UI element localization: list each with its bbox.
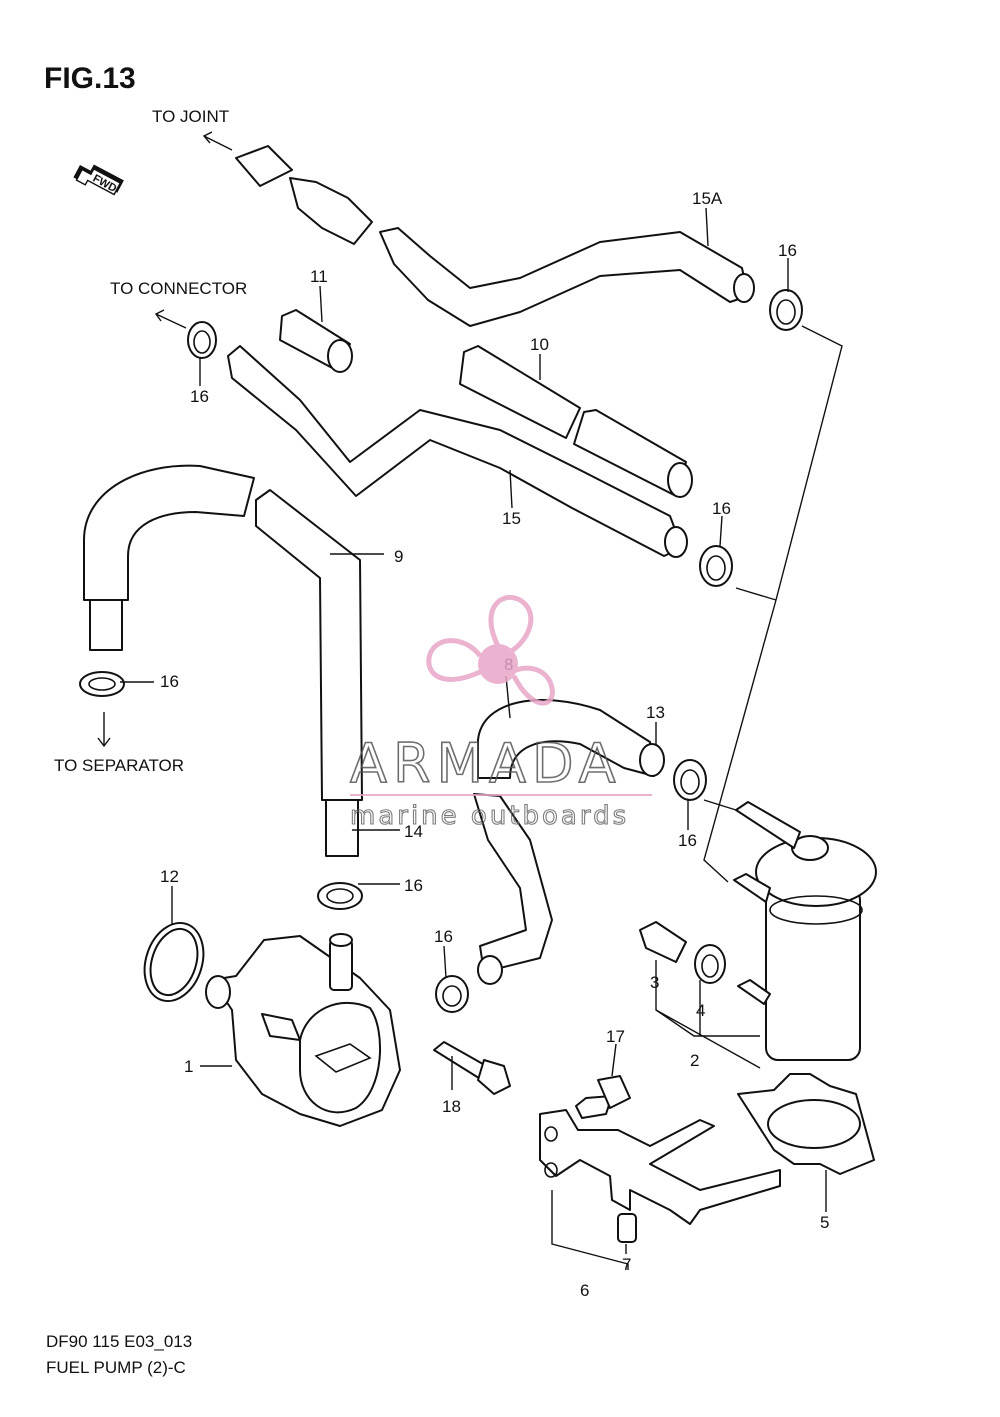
to-joint-arrow-icon xyxy=(202,131,233,151)
clamp-16-middle xyxy=(673,759,707,801)
clamp-16-right xyxy=(699,545,733,587)
callout-16-right: 16 xyxy=(712,499,731,518)
callout-16-middle: 16 xyxy=(678,831,697,850)
to-connector-arrow-icon xyxy=(154,309,187,329)
clamp-16-lower xyxy=(317,882,363,910)
figure-code: DF90 115 E03_013 xyxy=(46,1332,193,1351)
callout-6: 6 xyxy=(580,1281,589,1300)
callout-2: 2 xyxy=(690,1051,699,1070)
callout-17: 17 xyxy=(606,1027,625,1046)
hose-13 xyxy=(477,699,665,779)
to-separator-arrow-icon xyxy=(97,712,111,748)
to-separator-label: TO SEPARATOR xyxy=(54,756,184,775)
bracket-5 xyxy=(737,1073,875,1175)
callout-16-lower: 16 xyxy=(404,876,423,895)
hose-15 xyxy=(227,345,688,558)
hose-14 xyxy=(473,793,553,985)
hose-9 xyxy=(83,464,363,857)
callout-15: 15 xyxy=(502,509,521,528)
clamp-16-separator xyxy=(79,671,125,697)
watermark-tagline: marine outboards xyxy=(350,801,629,831)
to-connector-label: TO CONNECTOR xyxy=(110,279,247,298)
tube-10 xyxy=(459,345,693,498)
clamp-16-connector xyxy=(187,321,217,359)
clamp-16-bolt xyxy=(435,975,469,1013)
bolt-17 xyxy=(575,1075,631,1119)
callout-11: 11 xyxy=(310,267,328,286)
armada-watermark: ARMADA marine outboards xyxy=(349,594,652,832)
callout-16-top: 16 xyxy=(778,241,797,260)
callout-7: 7 xyxy=(622,1255,631,1274)
watermark-brand: ARMADA xyxy=(350,732,622,795)
callout-10: 10 xyxy=(530,335,549,354)
bracket-6 xyxy=(539,1109,781,1225)
fuel-filter-2 xyxy=(733,801,877,1061)
callout-16-connector: 16 xyxy=(190,387,209,406)
callout-18: 18 xyxy=(442,1097,461,1116)
hose-15a xyxy=(235,145,755,327)
callout-16-separator: 16 xyxy=(160,672,179,691)
fuel-pump-1 xyxy=(205,933,401,1127)
callout-5: 5 xyxy=(820,1213,829,1232)
nipple-3 xyxy=(639,921,687,963)
collar-7 xyxy=(617,1213,637,1243)
figure-title: FIG.13 xyxy=(44,62,136,95)
figure-name: FUEL PUMP (2)-C xyxy=(46,1358,186,1377)
o-ring-12 xyxy=(143,921,205,1003)
callout-12: 12 xyxy=(160,867,179,886)
forward-arrow-icon: FWD xyxy=(73,164,124,196)
callout-4: 4 xyxy=(696,1001,705,1020)
callout-3: 3 xyxy=(650,973,659,992)
callout-9: 9 xyxy=(394,547,403,566)
callout-16-bolt: 16 xyxy=(434,927,453,946)
callout-15a: 15A xyxy=(692,189,723,208)
callout-13: 13 xyxy=(646,703,665,722)
sleeve-11 xyxy=(279,309,353,373)
leader-lines xyxy=(120,207,843,1270)
callout-1: 1 xyxy=(184,1057,193,1076)
clamp-4 xyxy=(694,944,726,984)
to-joint-label: TO JOINT xyxy=(152,107,229,126)
propeller-logo-icon xyxy=(426,594,555,706)
clamp-16-top xyxy=(769,289,803,331)
callout-14: 14 xyxy=(404,822,423,841)
bolt-18 xyxy=(433,1041,511,1095)
